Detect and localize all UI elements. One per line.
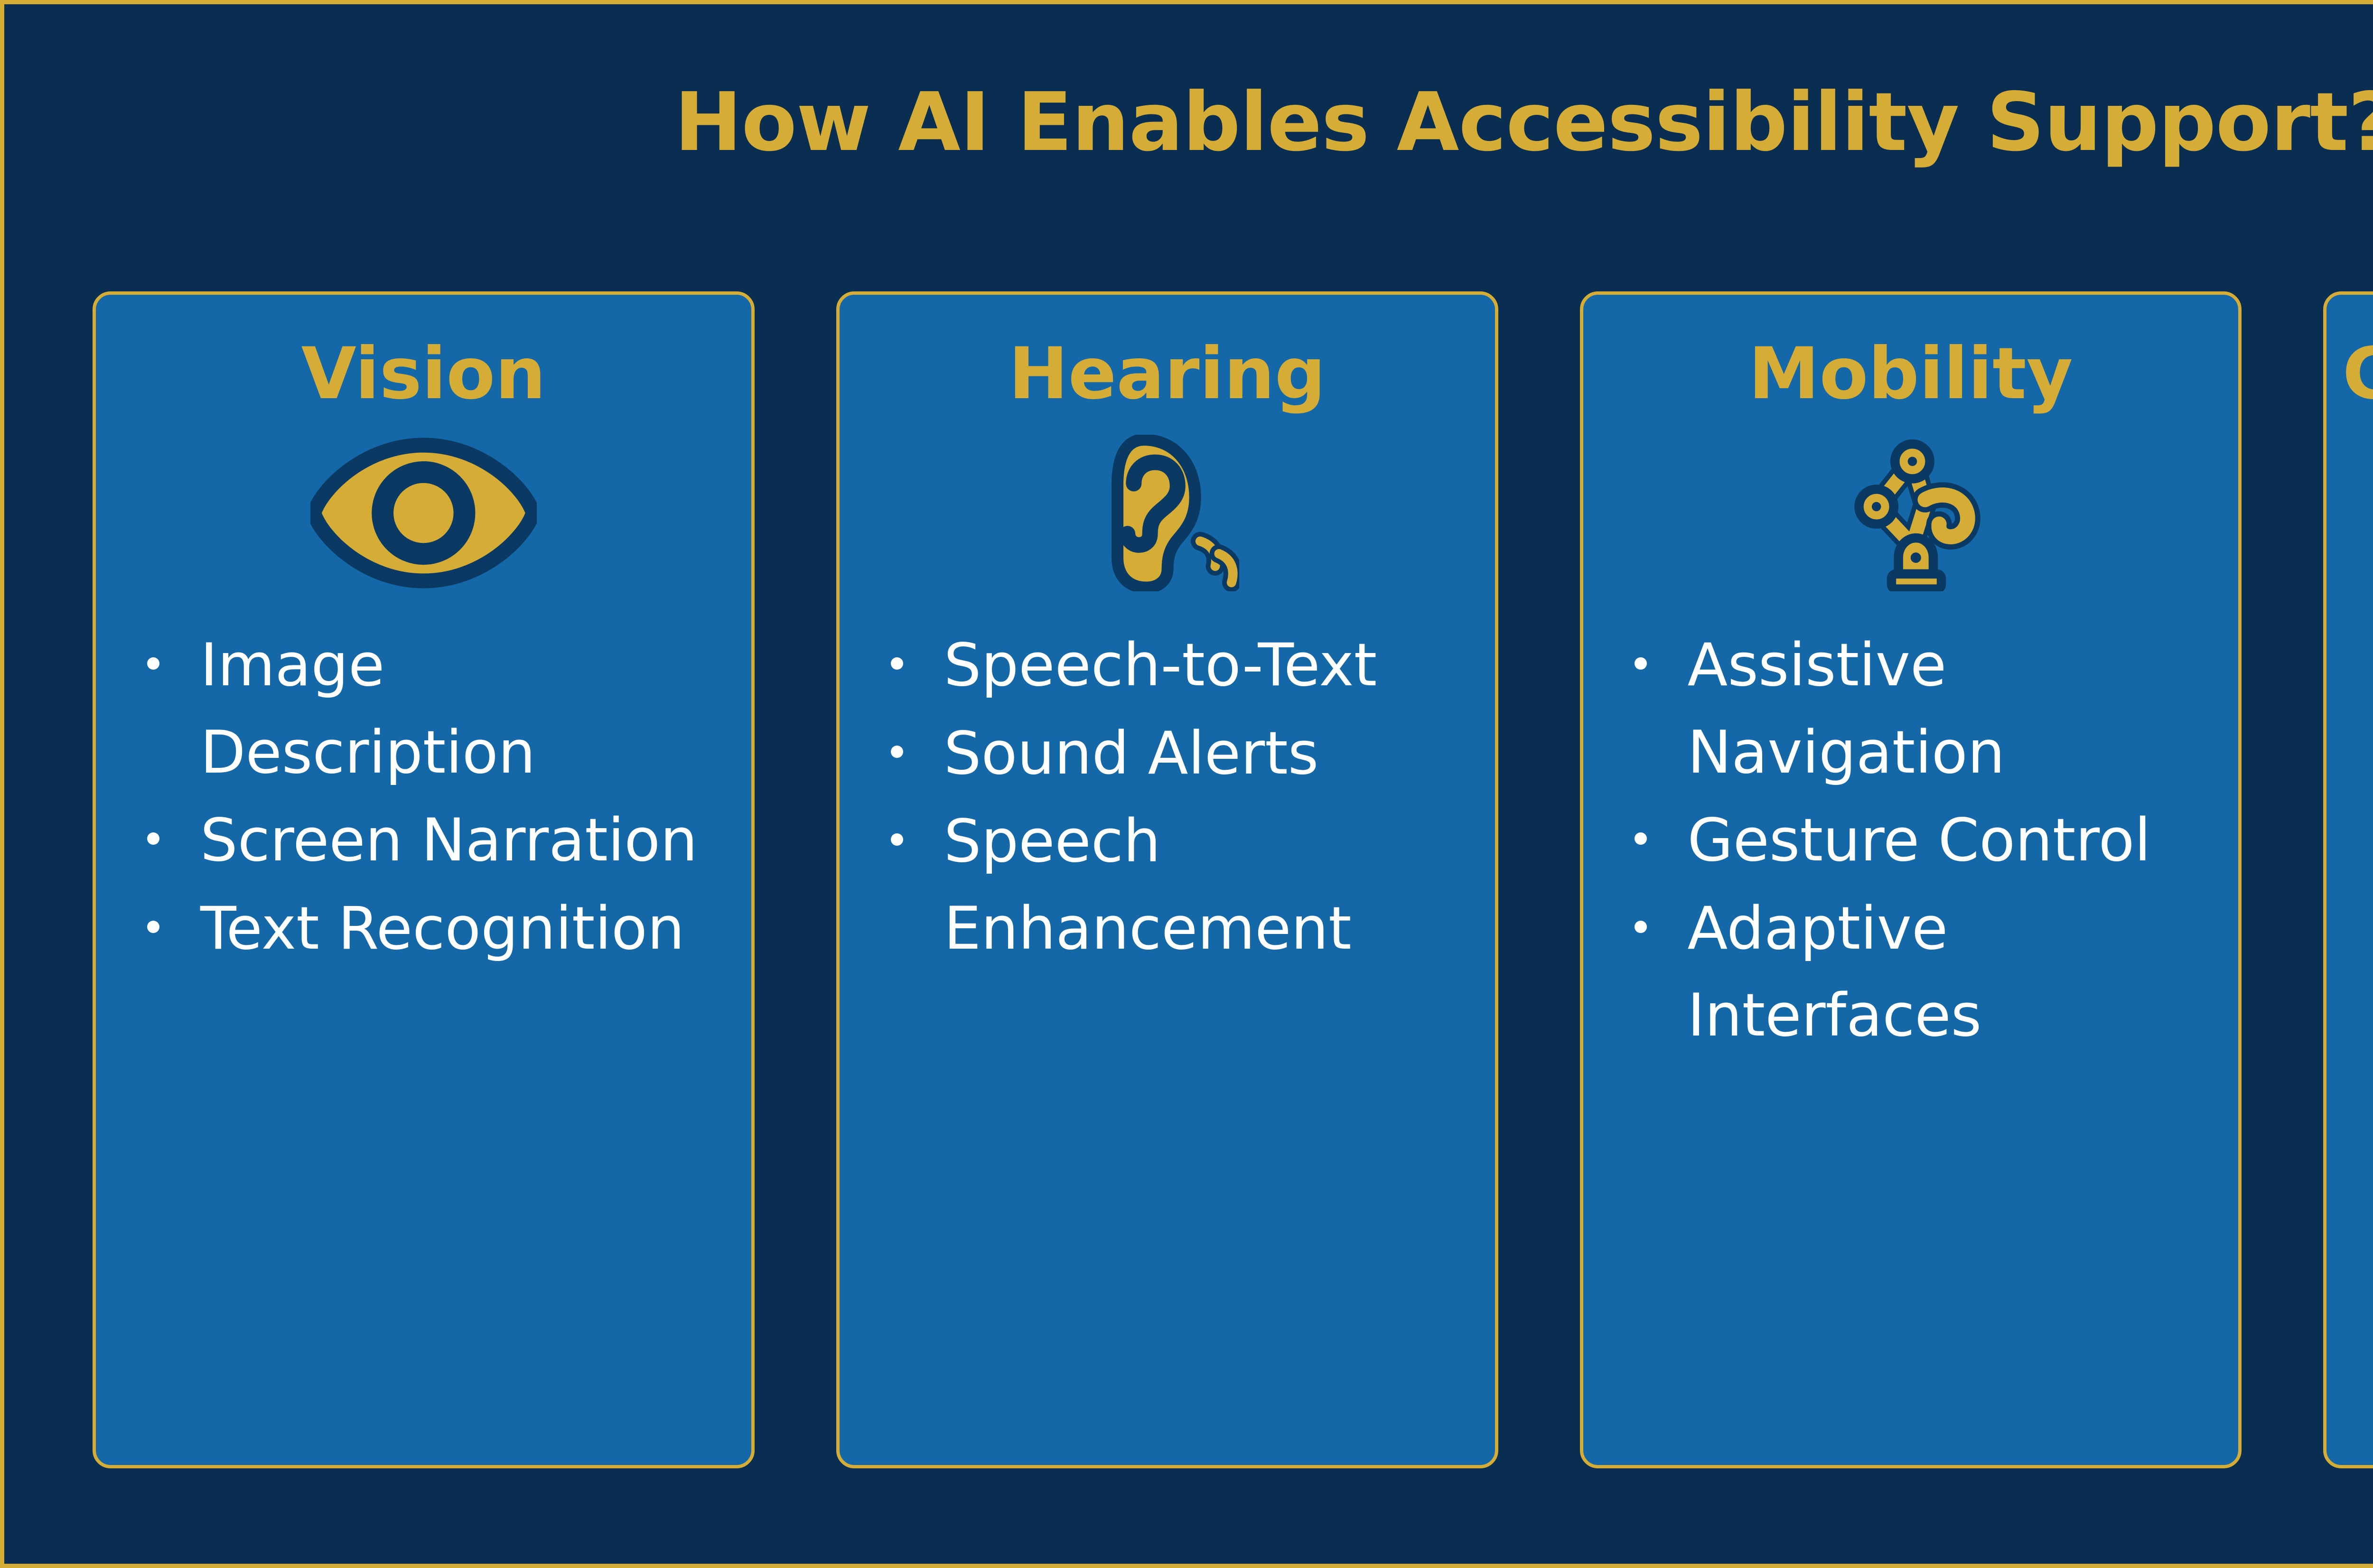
list-item: Screen Narration: [130, 797, 737, 885]
bullet-text: Speech Enhancement: [944, 807, 1352, 963]
list-item: Image Description: [130, 622, 737, 796]
bullet-text: Speech-to-Text: [944, 631, 1377, 700]
bullet-list-hearing: Speech-to-Text Sound Alerts Speech Enhan…: [874, 622, 1481, 973]
list-item: Speech-to-Text: [874, 622, 1481, 709]
bullet-text: Gesture Control: [1687, 806, 2151, 875]
list-item: Speech Enhancement: [874, 798, 1481, 972]
bullet-list-mobility: Assistive Navigation Gesture Control Ada…: [1617, 622, 2224, 1061]
list-item: Sound Alerts: [874, 710, 1481, 798]
card-mobility[interactable]: Mobility: [1579, 291, 2242, 1468]
card-title-communication: Communication: [2232, 338, 2373, 410]
card-communication[interactable]: Communication Real-time Subtitles Speech…: [2323, 291, 2373, 1468]
bullet-dot-icon: [1634, 832, 1647, 845]
bullet-list-vision: Image Description Screen Narration Text …: [130, 622, 737, 973]
bullet-dot-icon: [1634, 920, 1647, 933]
page-title: How AI Enables Accessibility Support?: [674, 75, 2373, 169]
card-title-mobility: Mobility: [1748, 333, 2073, 415]
card-title-vision: Vision: [301, 333, 546, 415]
list-item: Language Translation: [2361, 972, 2373, 1147]
bullet-text: Adaptive Interfaces: [1687, 894, 1982, 1050]
list-item: Assistive Navigation: [1617, 622, 2224, 796]
bullet-dot-icon: [147, 832, 159, 845]
bullet-dot-icon: [890, 833, 903, 846]
ear-icon: [840, 432, 1495, 594]
bullet-text: Assistive Navigation: [1687, 631, 2005, 787]
eye-icon: [96, 432, 751, 594]
list-item: Gesture Control: [1617, 797, 2224, 885]
speaking-head-icon: [2326, 432, 2373, 594]
card-hearing[interactable]: Hearing Speech-to-Text Sound Alerts Spee…: [836, 291, 1498, 1468]
list-item: Speech Generation: [2361, 797, 2373, 971]
bullet-dot-icon: [147, 657, 159, 670]
bullet-list-communication: Real-time Subtitles Speech Generation La…: [2361, 622, 2373, 1148]
bullet-dot-icon: [1634, 657, 1647, 670]
bullet-dot-icon: [890, 745, 903, 758]
card-vision[interactable]: Vision Image Description Screen Narratio…: [93, 291, 755, 1468]
bullet-dot-icon: [890, 657, 903, 670]
card-row: Vision Image Description Screen Narratio…: [93, 291, 2373, 1468]
list-item: Real-time Subtitles: [2361, 622, 2373, 796]
bullet-text: Text Recognition: [200, 894, 685, 963]
bullet-text: Screen Narration: [200, 806, 698, 875]
bullet-dot-icon: [147, 920, 159, 933]
bullet-text: Image Description: [200, 631, 536, 787]
card-title-hearing: Hearing: [1009, 333, 1326, 415]
bullet-text: Sound Alerts: [944, 719, 1319, 788]
list-item: Adaptive Interfaces: [1617, 886, 2224, 1060]
list-item: Text Recognition: [130, 886, 737, 973]
robotic-arm-icon: [1583, 432, 2239, 594]
